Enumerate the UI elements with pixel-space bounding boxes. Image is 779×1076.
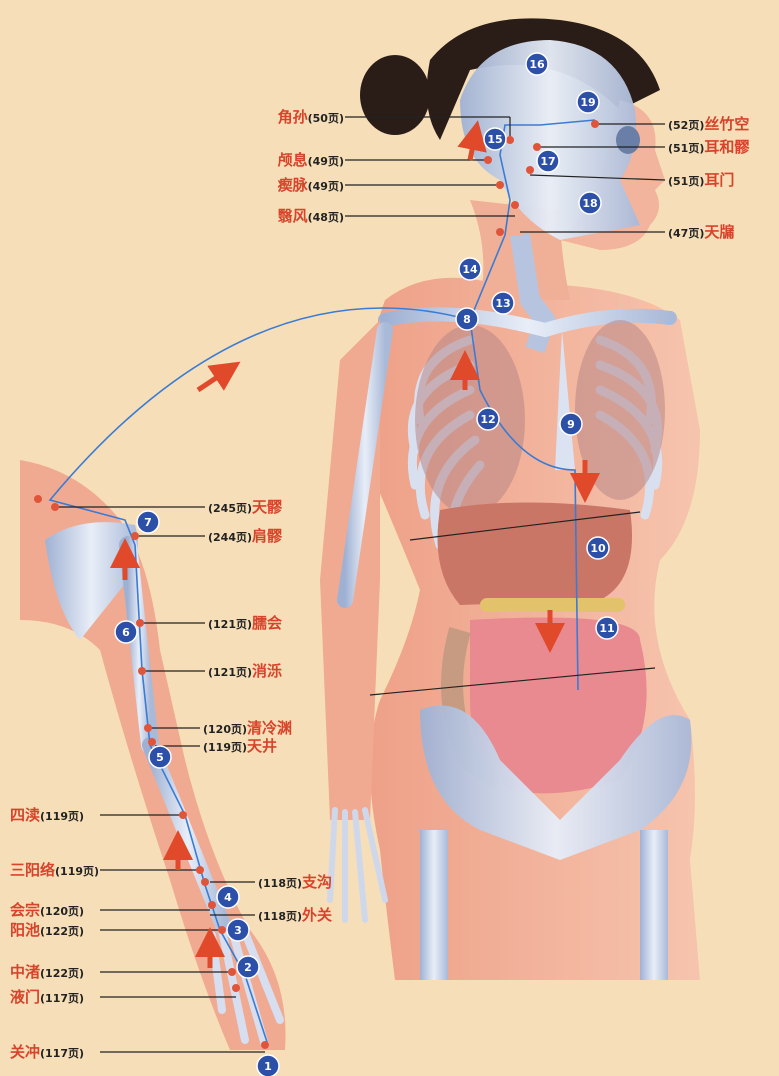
acupoint-name: 天髎 (252, 498, 282, 516)
pancreas (480, 598, 625, 612)
label-qinglengyuan: (120页)清冷渊 (203, 720, 292, 738)
page-ref: (51页) (668, 175, 704, 188)
label-xiaoluo: (121页)消泺 (208, 663, 282, 681)
label-guanchong: 关冲(117页) (10, 1044, 84, 1062)
acupoint-name: 会宗 (10, 901, 40, 919)
page-ref: (50页) (308, 112, 344, 125)
acupoint-name: 阳池 (10, 921, 40, 939)
acupoint-name: 耳门 (704, 171, 734, 189)
marker-number-4: 4 (224, 891, 232, 904)
label-zhigou: (118页)支沟 (258, 874, 332, 892)
acupoint-name: 角孙 (278, 108, 308, 126)
marker-number-13: 13 (495, 297, 510, 310)
marker-number-2: 2 (244, 961, 252, 974)
page-ref: (122页) (40, 967, 84, 980)
label-erheliao: (51页)耳和髎 (668, 139, 749, 157)
acupoint-name: 瘈脉 (278, 176, 308, 194)
page-ref: (244页) (208, 531, 252, 544)
marker-number-18: 18 (582, 197, 597, 210)
page-ref: (119页) (40, 810, 84, 823)
page-ref: (51页) (668, 142, 704, 155)
acupoint-name: 天牖 (704, 223, 734, 241)
label-ermen: (51页)耳门 (668, 172, 734, 190)
marker-number-6: 6 (122, 626, 130, 639)
page-ref: (48页) (308, 211, 344, 224)
label-tianjing: (119页)天井 (203, 738, 277, 756)
marker-number-15: 15 (487, 133, 502, 146)
marker-number-5: 5 (156, 751, 164, 764)
acupoint-name: 颅息 (278, 151, 308, 169)
acupoint-name: 翳风 (278, 207, 308, 225)
acupoint-name: 支沟 (302, 873, 332, 891)
acupoint-name: 四渎 (10, 806, 40, 824)
acupoint-name: 丝竹空 (704, 115, 749, 133)
label-jianliao: (244页)肩髎 (208, 528, 282, 546)
page-ref: (118页) (258, 910, 302, 923)
marker-number-10: 10 (590, 542, 606, 555)
page-ref: (119页) (203, 741, 247, 754)
label-yangchi: 阳池(122页) (10, 922, 84, 940)
page-ref: (118页) (258, 877, 302, 890)
page-ref: (119页) (55, 865, 99, 878)
label-tianyou: (47页)天牖 (668, 224, 734, 242)
acupoint-name: 清冷渊 (247, 719, 292, 737)
right-lung (575, 320, 665, 500)
page-ref: (121页) (208, 666, 252, 679)
label-sidu: 四渎(119页) (10, 807, 84, 825)
page-ref: (47页) (668, 227, 704, 240)
label-jiaosun: 角孙(50页) (240, 109, 344, 127)
left-femur (420, 830, 448, 980)
label-sizhukong: (52页)丝竹空 (668, 116, 749, 134)
acupoint-name: 外关 (302, 906, 332, 924)
page-ref: (49页) (308, 180, 344, 193)
acupoint-name: 液门 (10, 988, 40, 1006)
page-ref: (122页) (40, 925, 84, 938)
marker-number-3: 3 (234, 924, 242, 937)
marker-number-16: 16 (529, 58, 545, 71)
marker-number-11: 11 (599, 622, 614, 635)
label-sanyangluo: 三阳络(119页) (10, 862, 99, 880)
page-ref: (49页) (308, 155, 344, 168)
hair-bun (360, 55, 430, 135)
label-yemen: 液门(117页) (10, 989, 84, 1007)
marker-number-9: 9 (567, 418, 575, 431)
acupoint-name: 肩髎 (252, 527, 282, 545)
marker-number-12: 12 (480, 413, 495, 426)
right-femur (640, 830, 668, 980)
label-tianliao: (245页)天髎 (208, 499, 282, 517)
marker-number-8: 8 (463, 313, 471, 326)
page-ref: (120页) (203, 723, 247, 736)
acupoint-name: 臑会 (252, 614, 282, 632)
page-ref: (117页) (40, 992, 84, 1005)
acupoint-name: 关冲 (10, 1043, 40, 1061)
page-ref: (245页) (208, 502, 252, 515)
label-yifeng: 翳风(48页) (240, 208, 344, 226)
label-zhongzhu: 中渚(122页) (10, 964, 84, 982)
eye-socket (616, 126, 640, 154)
acupoint-name: 耳和髎 (704, 138, 749, 156)
page-ref: (117页) (40, 1047, 84, 1060)
label-naohui: (121页)臑会 (208, 615, 282, 633)
label-luxi: 颅息(49页) (240, 152, 344, 170)
acupoint-name: 三阳络 (10, 861, 55, 879)
left-lung (415, 325, 525, 515)
page-ref: (52页) (668, 119, 704, 132)
label-waiguan: (118页)外关 (258, 907, 332, 925)
page-ref: (121页) (208, 618, 252, 631)
marker-number-17: 17 (540, 155, 555, 168)
marker-number-19: 19 (580, 96, 595, 109)
page-ref: (120页) (40, 905, 84, 918)
marker-number-7: 7 (144, 516, 152, 529)
acupoint-name: 中渚 (10, 963, 40, 981)
acupoint-name: 消泺 (252, 662, 282, 680)
marker-number-14: 14 (462, 263, 478, 276)
acupoint-name: 天井 (247, 737, 277, 755)
label-huizong: 会宗(120页) (10, 902, 84, 920)
label-chimai: 瘈脉(49页) (240, 177, 344, 195)
marker-number-1: 1 (264, 1060, 272, 1073)
